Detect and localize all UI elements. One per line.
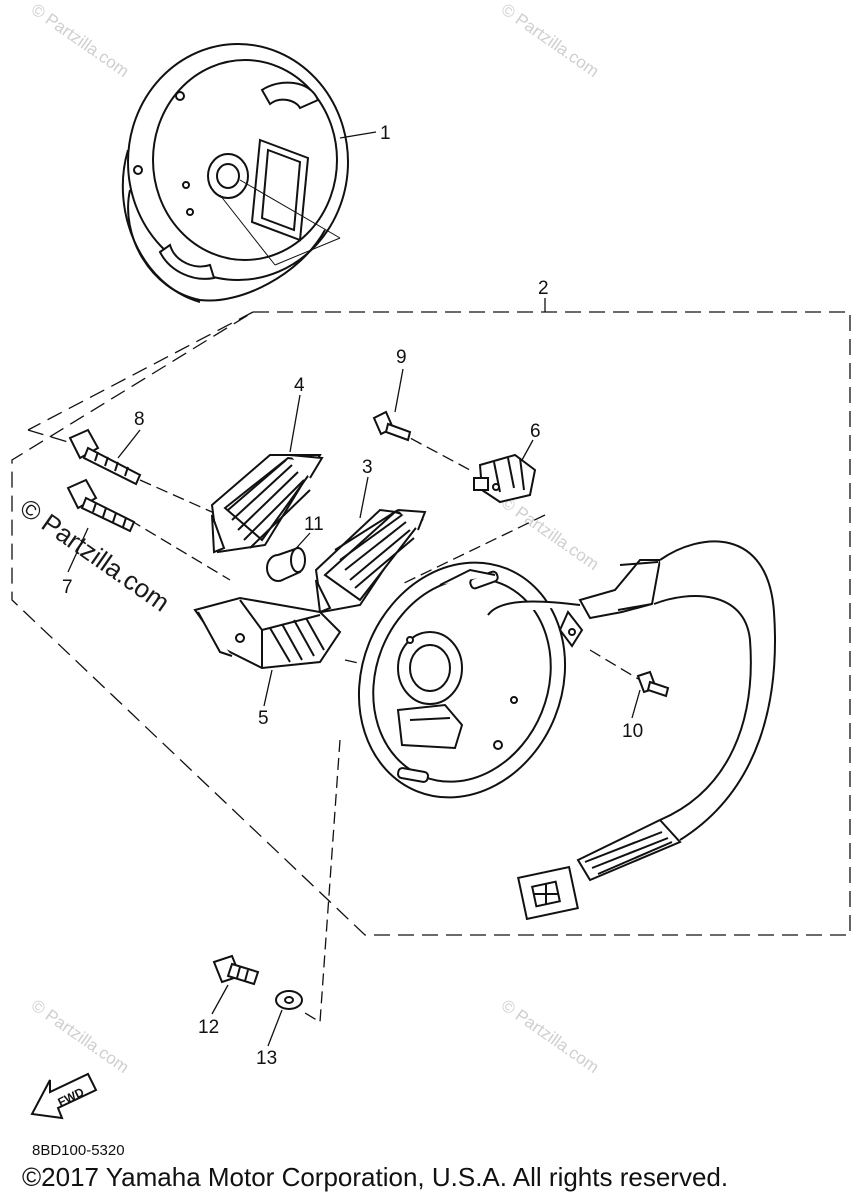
part-6-pickup-coil[interactable]: [473, 453, 537, 504]
forward-arrow-icon: FWD: [30, 1072, 98, 1120]
watermark-text: © Partzilla.com: [498, 0, 603, 81]
part-5-coil[interactable]: [193, 596, 342, 670]
callout-10: 10: [622, 721, 643, 742]
part-12-bolt[interactable]: [212, 954, 260, 986]
diagram-code: 8BD100-5320: [32, 1142, 125, 1159]
part-3-coil[interactable]: [314, 508, 427, 614]
watermark-text: © Partzilla.com: [28, 0, 133, 81]
part-7-bolt[interactable]: [66, 478, 136, 533]
watermark-text: © Partzilla.com: [498, 493, 603, 574]
callout-13: 13: [256, 1048, 277, 1069]
copyright-notice: ©2017 Yamaha Motor Corporation, U.S.A. A…: [22, 1162, 729, 1192]
callout-3: 3: [362, 457, 373, 478]
part-2-stator-assembly[interactable]: [324, 531, 776, 921]
callout-6: 6: [530, 421, 541, 442]
callout-7: 7: [62, 577, 73, 598]
callout-9: 9: [396, 347, 407, 368]
watermark-text: © Partzilla.com: [498, 996, 603, 1077]
callout-8: 8: [134, 409, 145, 430]
callout-12: 12: [198, 1017, 219, 1038]
callout-2: 2: [538, 278, 549, 299]
callout-4: 4: [294, 375, 305, 396]
callout-1: 1: [380, 123, 391, 144]
part-10-screw[interactable]: [636, 670, 670, 698]
part-4-coil[interactable]: [210, 454, 324, 554]
callout-labels: 1 2 3 4 5 6 7 8 9 10 11 12 13: [62, 123, 643, 1069]
callout-11: 11: [304, 514, 324, 535]
part-9-screw[interactable]: [372, 410, 412, 442]
part-8-bolt[interactable]: [68, 428, 142, 486]
part-13-washer[interactable]: [275, 990, 303, 1010]
part-1-flywheel-rotor[interactable]: [121, 43, 349, 303]
part-11-collar[interactable]: [266, 546, 306, 582]
callout-5: 5: [258, 708, 269, 729]
watermark-text: © Partzilla.com: [28, 996, 133, 1077]
